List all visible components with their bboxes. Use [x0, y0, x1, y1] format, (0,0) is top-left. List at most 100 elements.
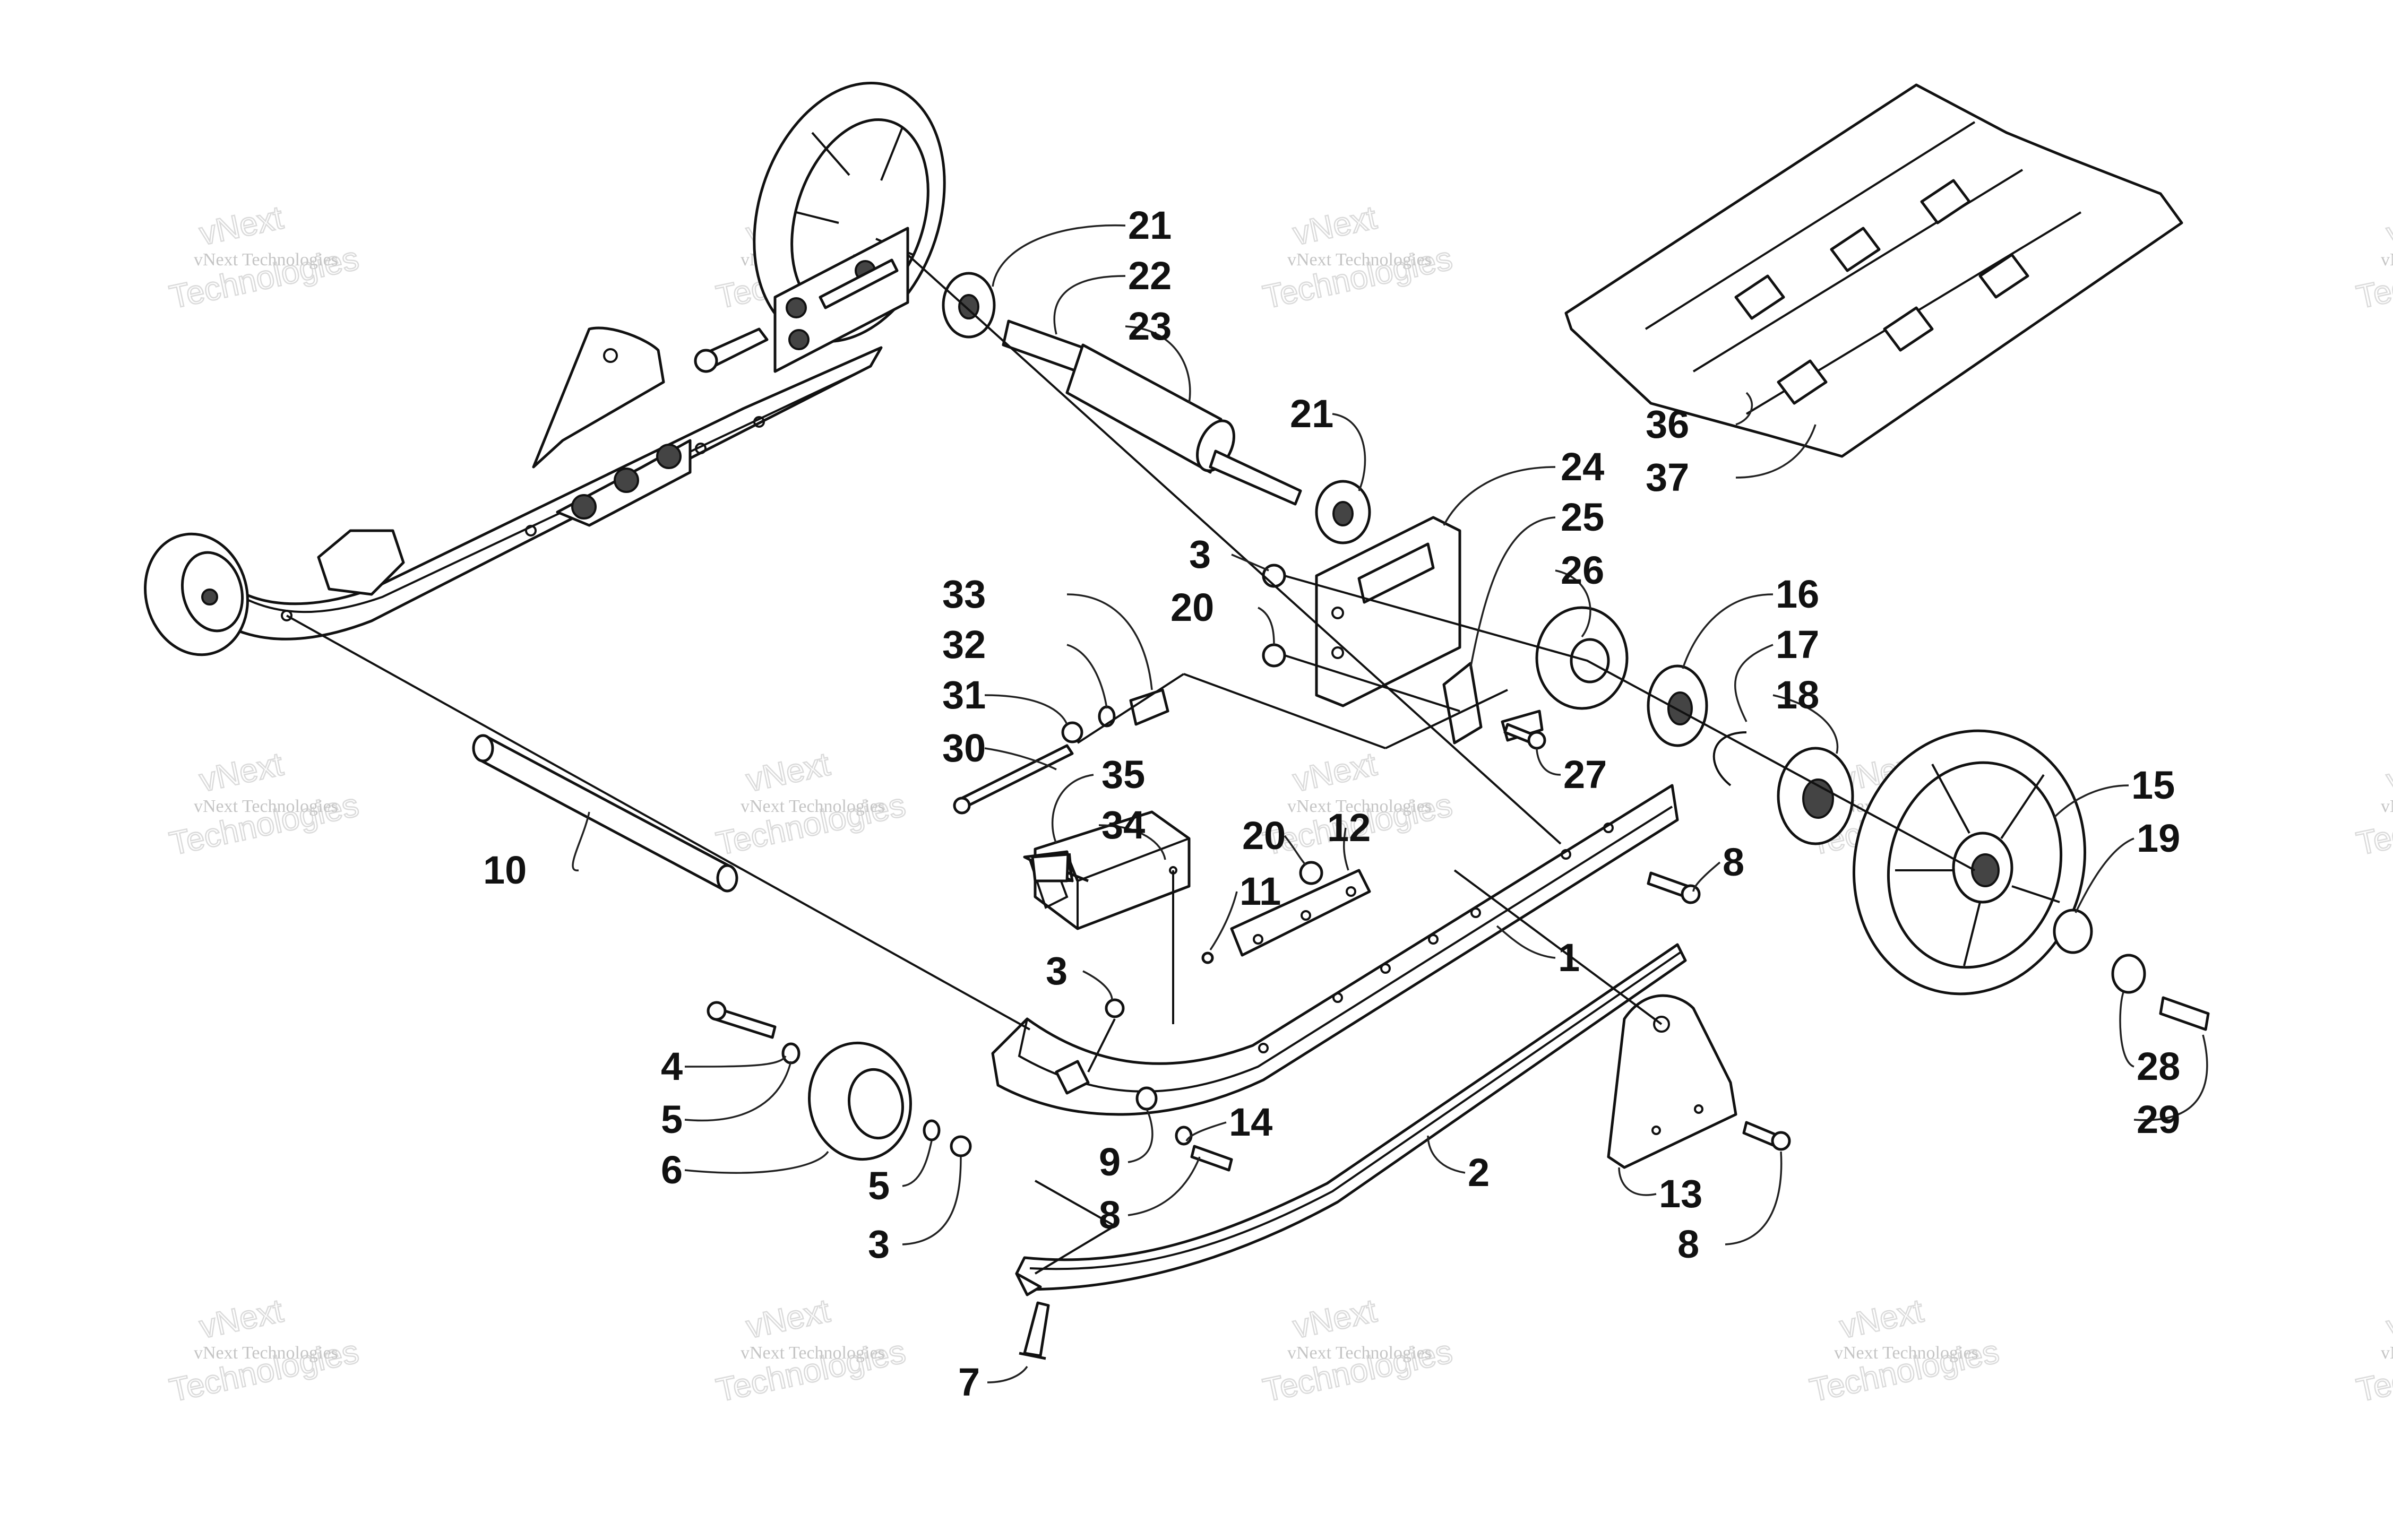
watermark-brand: vNext [2383, 1292, 2393, 1345]
bolt-8-lower [1742, 1121, 1791, 1151]
callout-labels: 21 22 23 21 24 25 26 3 20 33 32 31 30 35… [483, 203, 2180, 1404]
callout-27: 27 [1563, 752, 1607, 797]
callout-35: 35 [1101, 752, 1145, 797]
callout-17: 17 [1776, 622, 1819, 667]
slide-rail-1 [991, 784, 1679, 1116]
watermark-brand: vNext [743, 746, 833, 799]
upper-shaft-assembly [942, 272, 1371, 544]
callout-4: 4 [661, 1044, 683, 1088]
callout-7: 7 [958, 1360, 980, 1404]
watermark-brand: vNext [196, 1292, 286, 1345]
callout-36: 36 [1646, 402, 1689, 446]
watermark-text: vNext Technologies [1287, 797, 1432, 816]
upper-idler-wheel [694, 82, 946, 373]
callout-26: 26 [1561, 548, 1604, 592]
watermark-text: vNext Technologies [2381, 1343, 2393, 1363]
callout-37: 37 [1646, 455, 1689, 499]
watermark-brand: vNext [1290, 199, 1380, 252]
callout-30: 30 [942, 726, 986, 770]
callout-1: 1 [1558, 936, 1580, 980]
watermark-brand: vNext [743, 1292, 833, 1345]
watermark-brand: vNext [2383, 199, 2393, 252]
watermark-text: vNext Technologies [741, 797, 885, 816]
callout-9: 9 [1099, 1140, 1121, 1184]
callout-24: 24 [1561, 445, 1604, 489]
callout-5a: 5 [661, 1097, 683, 1141]
callout-3a: 3 [1189, 532, 1211, 576]
lower-idler-wheel [1852, 729, 2210, 1031]
callout-34: 34 [1101, 803, 1145, 847]
callout-2: 2 [1468, 1150, 1490, 1195]
rear-wheel-stack [707, 1001, 972, 1161]
callout-3c: 3 [868, 1222, 890, 1266]
watermark-text: vNext Technologies [2381, 250, 2393, 270]
upper-slide-rail [144, 326, 883, 656]
callout-22: 22 [1128, 254, 1172, 298]
watermark-text: vNext Technologies [2381, 797, 2393, 816]
callout-11: 11 [1239, 869, 1281, 913]
callout-5b: 5 [868, 1164, 890, 1208]
watermark-text: vNext Technologies [194, 1343, 338, 1363]
slider-block [1023, 810, 1214, 964]
drive-track [1564, 83, 2183, 458]
watermark-brand: vNext [2383, 746, 2393, 799]
callout-8c: 8 [1677, 1222, 1699, 1266]
watermark-text: vNext Technologies [1287, 250, 1432, 270]
watermark-text: vNext Technologies [194, 797, 338, 816]
bolt-stack-30-33 [953, 688, 1169, 815]
callout-21a: 21 [1128, 203, 1172, 247]
callout-20b: 20 [1242, 814, 1286, 858]
callout-6: 6 [661, 1148, 683, 1192]
watermark-text: vNext Technologies [741, 1343, 885, 1363]
callout-28: 28 [2137, 1044, 2180, 1088]
watermark-brand: vNext [196, 746, 286, 799]
callout-21b: 21 [1290, 392, 1333, 436]
callout-13: 13 [1659, 1172, 1702, 1216]
callout-10: 10 [483, 848, 527, 892]
callout-20a: 20 [1170, 585, 1214, 629]
leader-lines [572, 224, 2208, 1383]
callout-23: 23 [1128, 304, 1172, 348]
watermark-text: vNext Technologies [1287, 1343, 1432, 1363]
watermark-text: vNext Technologies [1834, 1343, 1978, 1363]
callout-3b: 3 [1046, 949, 1068, 993]
watermark-brand: vNext [196, 199, 286, 252]
bracket-13 [1607, 994, 1737, 1169]
callout-16: 16 [1776, 572, 1819, 616]
backing-plate-12 [1230, 861, 1371, 957]
callout-31: 31 [942, 673, 986, 717]
callout-33: 33 [942, 572, 986, 616]
watermark-text: vNext Technologies [194, 250, 338, 270]
screw-7 [1019, 1301, 1050, 1360]
bolt-8-upper [1647, 871, 1701, 904]
callout-8a: 8 [1723, 840, 1744, 884]
callout-18: 18 [1776, 673, 1819, 717]
wear-strip-2 [1015, 943, 1687, 1296]
watermark-brand: vNext [1290, 746, 1380, 799]
parts-drawing [144, 82, 2210, 1360]
callout-15: 15 [2131, 763, 2175, 807]
callout-29: 29 [2137, 1097, 2180, 1141]
watermark-brand: vNext [1837, 1292, 1926, 1345]
callout-19: 19 [2137, 816, 2180, 860]
bracket-plate [1315, 516, 1483, 745]
callout-32: 32 [942, 622, 986, 667]
assembly-lines [286, 254, 1975, 1275]
callout-8b: 8 [1099, 1193, 1121, 1237]
callout-12: 12 [1327, 806, 1371, 850]
callout-25: 25 [1561, 495, 1604, 539]
callout-14: 14 [1229, 1100, 1272, 1144]
watermark-brand: vNext [1290, 1292, 1380, 1345]
